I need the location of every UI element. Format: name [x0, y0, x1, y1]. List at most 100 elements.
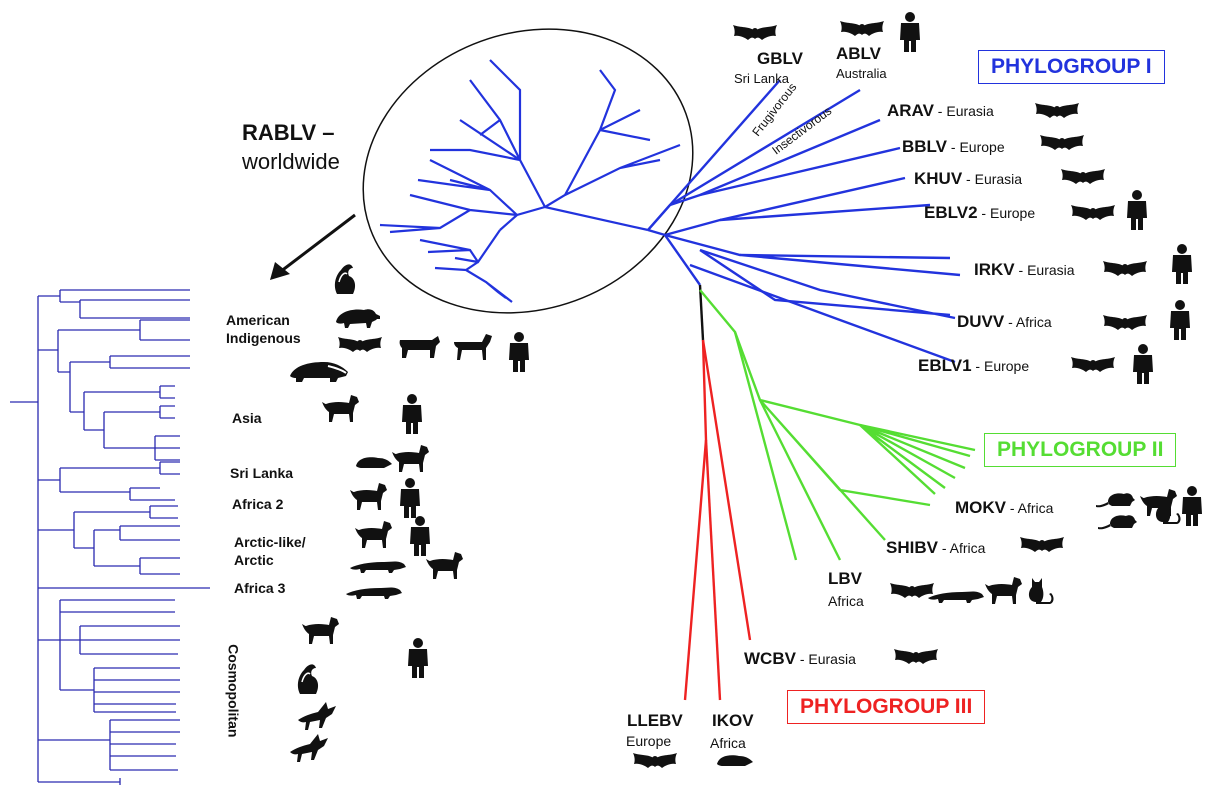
fox-silhouette-icon — [298, 702, 336, 730]
virus-arav-region: - Eurasia — [934, 103, 994, 119]
virus-duvv-region: - Africa — [1004, 314, 1051, 330]
phylogroup-3-branches — [685, 340, 750, 700]
virus-duvv-name: DUVV — [957, 312, 1004, 331]
dog-silhouette-icon — [350, 483, 387, 510]
virus-eblv1-label: EBLV1 - Europe — [918, 357, 1029, 375]
skunk-silhouette-icon — [335, 264, 355, 294]
virus-mokv-name: MOKV — [955, 498, 1006, 517]
virus-wcbv-region: - Eurasia — [796, 651, 856, 667]
rodent-silhouette-icon — [1098, 515, 1137, 529]
lineage-africa-2: Africa 2 — [232, 496, 283, 514]
virus-arav-label: ARAV - Eurasia — [887, 102, 994, 120]
virus-irkv-region: - Eurasia — [1015, 262, 1075, 278]
dog-silhouette-icon — [302, 617, 339, 644]
human-silhouette-icon — [1133, 344, 1153, 384]
dog-silhouette-icon — [426, 552, 463, 579]
virus-lbv-region: Africa — [828, 594, 864, 608]
shrew-silhouette-icon — [356, 457, 392, 468]
virus-eblv2-name: EBLV2 — [924, 203, 978, 222]
dog-silhouette-icon — [322, 395, 359, 422]
virus-wcbv-name: WCBV — [744, 649, 796, 668]
rablv-ellipse — [323, 0, 733, 358]
bat-silhouette-icon — [1103, 315, 1147, 330]
bat-silhouette-icon — [633, 753, 677, 768]
human-silhouette-icon — [1182, 486, 1202, 526]
bat-silhouette-icon — [894, 649, 938, 664]
lineage-cosmopolitan: Cosmopolitan — [224, 644, 242, 737]
bat-silhouette-icon — [1071, 205, 1115, 220]
virus-khuv-label: KHUV - Eurasia — [914, 170, 1022, 188]
fox-silhouette-icon — [290, 734, 328, 762]
virus-gblv-name: GBLV — [757, 50, 803, 67]
rablv-arrow — [280, 215, 355, 272]
cat-silhouette-icon — [1029, 578, 1054, 604]
skunk-silhouette-icon — [298, 664, 318, 694]
mongoose-silhouette-icon — [928, 592, 984, 604]
raccoon-silhouette-icon — [336, 309, 380, 328]
lineage-africa-3: Africa 3 — [234, 580, 285, 598]
bat-silhouette-icon — [1103, 261, 1147, 276]
cattle-silhouette-icon — [400, 336, 440, 358]
lineage-sri-lanka: Sri Lanka — [230, 465, 293, 483]
human-silhouette-icon — [400, 478, 420, 518]
human-silhouette-icon — [900, 12, 920, 52]
virus-mokv-label: MOKV - Africa — [955, 499, 1053, 517]
virus-irkv-label: IRKV - Eurasia — [974, 261, 1075, 279]
virus-mokv-region: - Africa — [1006, 500, 1053, 516]
bat-silhouette-icon — [1035, 103, 1079, 118]
phylogroup-1-box: PHYLOGROUP I — [978, 50, 1165, 84]
virus-eblv2-label: EBLV2 - Europe — [924, 204, 1035, 222]
virus-wcbv-label: WCBV - Eurasia — [744, 650, 856, 668]
virus-llebv-region: Europe — [626, 734, 671, 748]
bat-silhouette-icon — [1040, 135, 1084, 150]
virus-bblv-region: - Europe — [947, 139, 1005, 155]
rodent-silhouette-icon — [1096, 493, 1135, 507]
bat-silhouette-icon — [733, 25, 777, 40]
rablv-name: RABLV – — [242, 122, 335, 144]
virus-shibv-label: SHIBV - Africa — [886, 539, 985, 557]
dog-silhouette-icon — [392, 445, 429, 472]
human-silhouette-icon — [410, 516, 430, 556]
virus-khuv-region: - Eurasia — [962, 171, 1022, 187]
rablv-cladogram — [10, 290, 210, 785]
virus-lbv-name: LBV — [828, 570, 862, 587]
virus-irkv-name: IRKV — [974, 260, 1015, 279]
virus-ikov-region: Africa — [710, 736, 746, 750]
virus-gblv-region: Sri Lanka — [734, 72, 789, 85]
shrew-silhouette-icon — [717, 755, 753, 766]
phylogroup-3-box: PHYLOGROUP III — [787, 690, 985, 724]
badger-silhouette-icon — [290, 362, 348, 382]
lineage-american-indigenous: American Indigenous — [226, 312, 301, 347]
lineage-arctic: Arctic-like/ Arctic — [234, 534, 306, 569]
virus-khuv-name: KHUV — [914, 169, 962, 188]
virus-ablv-region: Australia — [836, 67, 887, 80]
rablv-scope: worldwide — [242, 151, 340, 173]
dog-silhouette-icon — [355, 521, 392, 548]
virus-eblv1-region: - Europe — [972, 358, 1030, 374]
bat-silhouette-icon — [1020, 537, 1064, 552]
rablv-arrowhead — [270, 262, 290, 280]
bat-silhouette-icon — [890, 583, 934, 598]
dog-silhouette-icon — [985, 577, 1022, 604]
human-silhouette-icon — [509, 332, 529, 372]
human-silhouette-icon — [1127, 190, 1147, 230]
phylogroup-2-box: PHYLOGROUP II — [984, 433, 1176, 467]
human-silhouette-icon — [402, 394, 422, 434]
human-silhouette-icon — [408, 638, 428, 678]
bat-silhouette-icon — [1071, 357, 1115, 372]
virus-bblv-label: BBLV - Europe — [902, 138, 1005, 156]
mongoose-silhouette-icon — [346, 588, 402, 600]
mongoose-silhouette-icon — [350, 562, 406, 574]
virus-eblv2-region: - Europe — [978, 205, 1036, 221]
cat-silhouette-icon — [1156, 498, 1181, 524]
virus-llebv-name: LLEBV — [627, 712, 683, 729]
virus-ikov-name: IKOV — [712, 712, 754, 729]
virus-shibv-name: SHIBV — [886, 538, 938, 557]
virus-arav-name: ARAV — [887, 101, 934, 120]
bat-silhouette-icon — [1061, 169, 1105, 184]
virus-eblv1-name: EBLV1 — [918, 356, 972, 375]
lineage-asia: Asia — [232, 410, 262, 428]
virus-bblv-name: BBLV — [902, 137, 947, 156]
bat-silhouette-icon — [338, 337, 382, 352]
